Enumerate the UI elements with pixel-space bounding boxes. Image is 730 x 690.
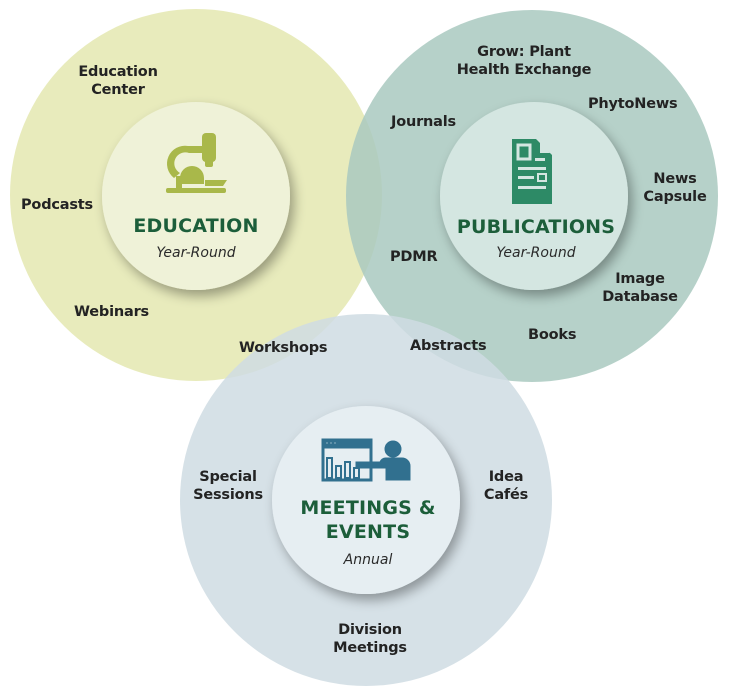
item-idea-cafes-line1: Idea (488, 469, 524, 485)
item-news-capsule-line2: Capsule (643, 189, 707, 205)
item-grow-line2: Health Exchange (456, 62, 592, 78)
item-grow-line1: Grow: Plant (477, 44, 571, 60)
item-idea-cafes: Idea Cafés (484, 468, 528, 504)
meetings-inner-circle (272, 406, 460, 594)
meetings-subtitle: Annual (343, 552, 393, 568)
item-books: Books (528, 327, 577, 343)
item-image-database-line2: Database (602, 289, 678, 305)
item-education-center-line2: Center (91, 82, 145, 98)
document-icon (512, 139, 552, 204)
item-special-sessions-line1: Special (199, 469, 257, 485)
meetings-title-line2: EVENTS (325, 521, 411, 543)
item-news-capsule: News Capsule (643, 170, 706, 206)
item-podcasts: Podcasts (21, 197, 93, 213)
education-title: EDUCATION (133, 215, 259, 237)
item-education-center-line1: Education (78, 64, 158, 80)
education-inner-circle (102, 102, 290, 290)
item-division-meetings: Division Meetings (333, 621, 407, 657)
item-abstracts: Abstracts (410, 338, 487, 354)
item-pdmr: PDMR (390, 249, 438, 265)
item-grow-plant-health-exchange: Grow: Plant Health Exchange (457, 43, 592, 79)
item-image-database-line1: Image (615, 271, 665, 287)
item-webinars: Webinars (74, 304, 149, 320)
education-subtitle: Year-Round (156, 245, 236, 261)
item-special-sessions: Special Sessions (193, 468, 263, 504)
item-news-capsule-line1: News (653, 171, 697, 187)
item-division-meetings-line1: Division (338, 622, 402, 638)
item-workshops: Workshops (239, 340, 328, 356)
item-journals: Journals (391, 114, 456, 130)
publications-subtitle: Year-Round (496, 245, 576, 261)
microscope-icon (166, 133, 227, 193)
meetings-title-line1: MEETINGS & (300, 497, 436, 519)
item-education-center: Education Center (78, 63, 158, 99)
item-division-meetings-line2: Meetings (333, 640, 407, 656)
item-idea-cafes-line2: Cafés (483, 487, 529, 503)
item-image-database: Image Database (602, 270, 678, 306)
publications-title: PUBLICATIONS (456, 216, 616, 238)
item-phytonews: PhytoNews (588, 96, 678, 112)
presentation-icon (321, 438, 411, 482)
item-special-sessions-line2: Sessions (193, 487, 263, 503)
